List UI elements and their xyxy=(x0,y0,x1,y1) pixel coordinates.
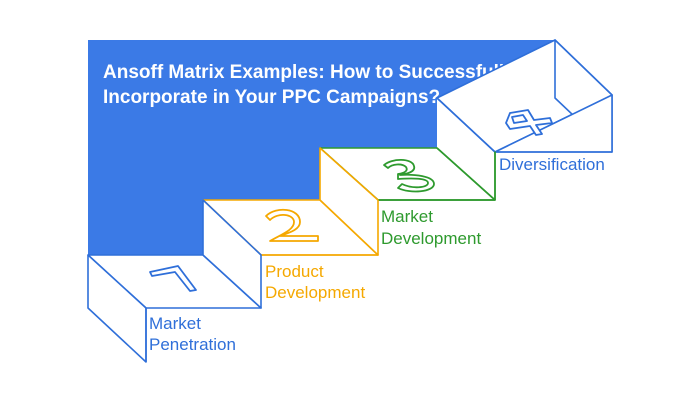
step-4 xyxy=(436,39,613,153)
step-1-label-line-1: Market xyxy=(149,314,201,333)
step-4-label-line-1: Diversification xyxy=(499,155,605,174)
step-3-label-line-1: Market xyxy=(381,207,433,226)
step-1-right-face xyxy=(202,199,262,309)
step-3-label-line-2: Development xyxy=(381,229,481,248)
diagram-title-line-1: Ansoff Matrix Examples: How to Successfu… xyxy=(103,62,515,83)
step-1-label-line-2: Penetration xyxy=(149,335,236,354)
step-2-number-glyph xyxy=(265,208,319,242)
step-1 xyxy=(87,199,262,363)
diagram-title-line-2: Incorporate in Your PPC Campaigns? xyxy=(103,87,440,108)
step-4-number-glyph xyxy=(505,109,553,136)
step-3-number-glyph xyxy=(383,158,435,193)
step-1-number-glyph xyxy=(149,265,197,292)
step-2-label-line-2: Development xyxy=(265,283,365,302)
step-2-label-line-1: Product xyxy=(265,262,324,281)
